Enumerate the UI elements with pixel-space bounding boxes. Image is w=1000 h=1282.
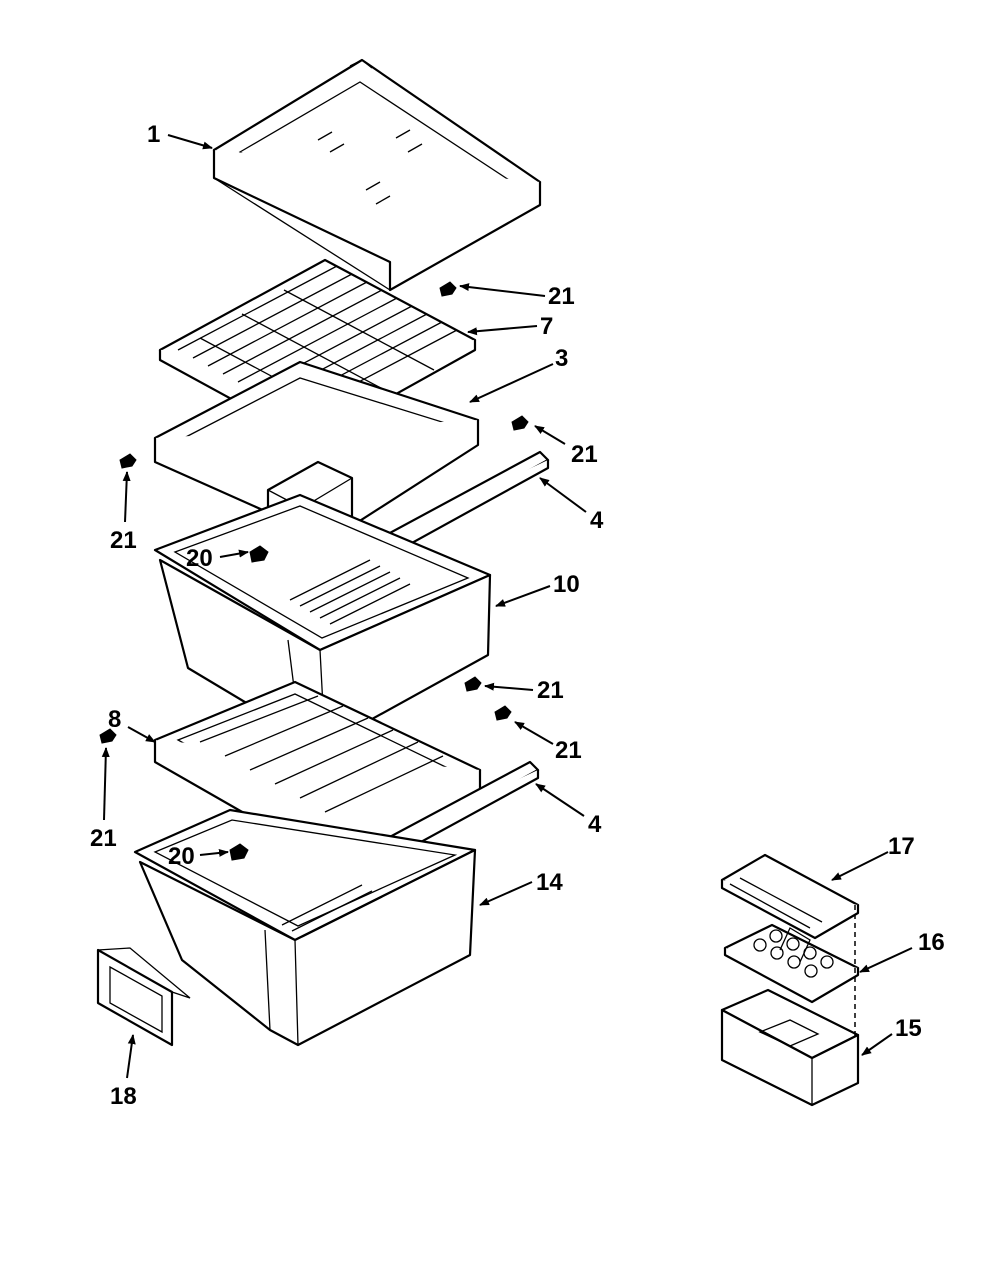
callout-1: 1 <box>147 121 160 148</box>
callout-4-b: 4 <box>588 811 602 838</box>
egg-tray-part-16 <box>723 923 860 1004</box>
screw-21-icon <box>99 728 117 744</box>
callout-3: 3 <box>555 345 568 372</box>
callout-21-d: 21 <box>537 677 564 704</box>
egg-tray-lid-part-17 <box>720 853 860 940</box>
leader-lines <box>101 134 913 1079</box>
callout-17: 17 <box>888 833 915 860</box>
fastener-icons <box>99 281 529 861</box>
crisper-drawer-part-14 <box>133 808 477 1047</box>
callout-16: 16 <box>918 929 945 956</box>
callout-4-a: 4 <box>590 507 604 534</box>
screw-21-icon <box>511 415 529 431</box>
callout-18: 18 <box>110 1083 137 1110</box>
screw-21-icon <box>439 281 457 297</box>
glass-shelf-part-1 <box>212 58 542 292</box>
label-card-part-18 <box>96 947 191 1047</box>
callout-20-a: 20 <box>186 545 213 572</box>
callout-labels: 1 21 7 3 21 21 4 20 10 21 8 21 21 4 20 1… <box>90 121 945 1110</box>
callout-15: 15 <box>895 1015 922 1042</box>
callout-21-f: 21 <box>90 825 117 852</box>
screw-21-icon <box>119 453 137 469</box>
callout-21-c: 21 <box>110 527 137 554</box>
callout-21-a: 21 <box>548 283 575 310</box>
callout-14: 14 <box>536 869 563 896</box>
screw-21-icon <box>464 676 482 692</box>
callout-7: 7 <box>540 313 553 340</box>
screw-20-icon <box>249 545 269 563</box>
callout-10: 10 <box>553 571 580 598</box>
callout-20-b: 20 <box>168 843 195 870</box>
callout-21-b: 21 <box>571 441 598 468</box>
callout-8: 8 <box>108 706 121 733</box>
crisper-drawer-part-10 <box>153 493 492 747</box>
bin-part-15 <box>720 988 860 1107</box>
screw-20-icon <box>229 843 249 861</box>
screw-21-icon <box>494 705 512 721</box>
callout-21-e: 21 <box>555 737 582 764</box>
